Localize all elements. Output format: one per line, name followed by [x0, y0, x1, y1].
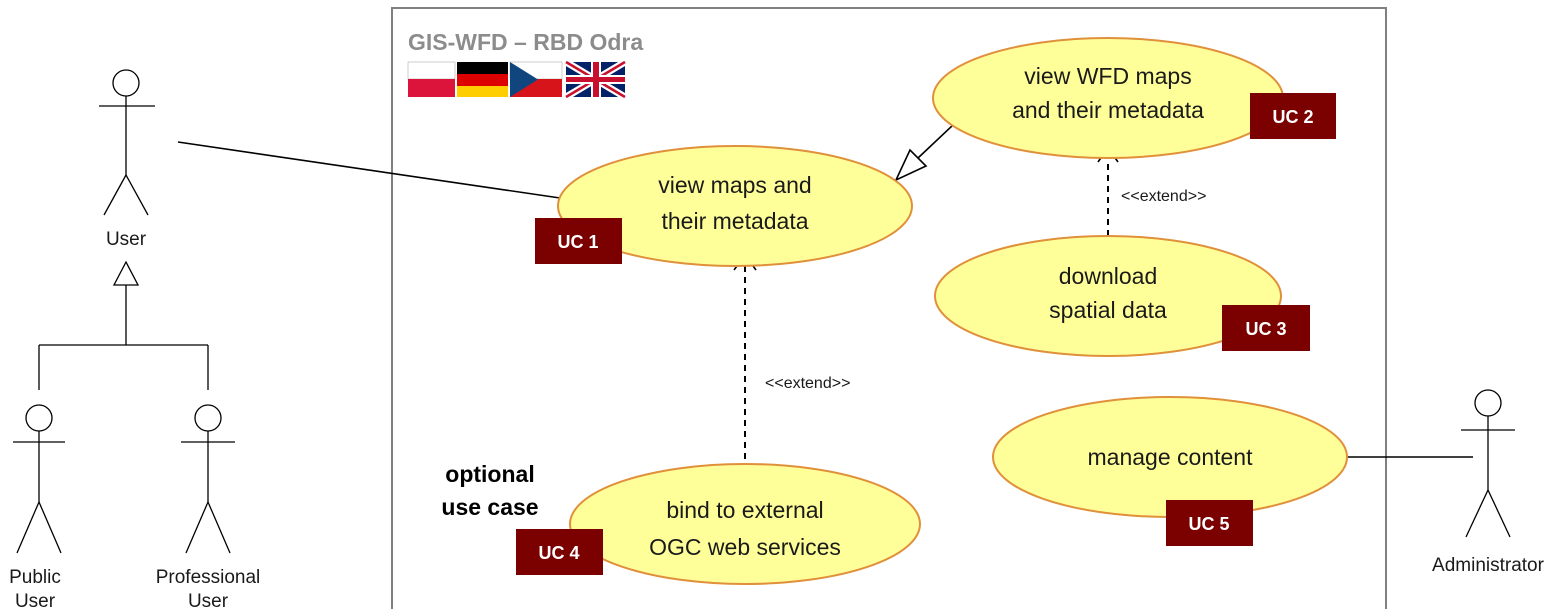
flag-poland-icon — [407, 61, 456, 97]
svg-text:UC 2: UC 2 — [1272, 107, 1313, 127]
uc1-label-line2: their metadata — [661, 208, 808, 234]
generalization-uc1-uc2 — [894, 124, 954, 182]
flag-czech-icon — [509, 61, 563, 97]
actor-administrator-label: Administrator — [1432, 555, 1545, 576]
svg-text:UC 1: UC 1 — [557, 232, 598, 252]
association-user-uc1 — [177, 141, 561, 199]
uc4-label-line2: OGC web services — [649, 534, 841, 560]
system-title: GIS-WFD – RBD Odra — [408, 29, 643, 55]
actor-professional-user-icon — [181, 404, 235, 554]
generalization-users — [38, 260, 209, 390]
note-line1: optional — [445, 461, 534, 487]
uc1-label-line1: view maps and — [658, 172, 811, 198]
extend-uc3-uc2 — [1097, 146, 1119, 236]
system-boundary — [391, 7, 1387, 609]
actor-public-user-label-line2: User — [15, 591, 56, 609]
uc2-label-line1: view WFD maps — [1024, 63, 1191, 89]
actor-public-user-label-line1: Public — [9, 567, 61, 588]
actor-user-label: User — [106, 229, 147, 250]
actor-administrator-icon — [1461, 389, 1515, 538]
use-case-uc4[interactable]: bind to external OGC web services — [569, 463, 921, 585]
extend-label-uc4: <<extend>> — [765, 375, 850, 392]
actor-professional-user-label-line2: User — [188, 591, 229, 609]
uc3-badge: UC 3 — [1222, 305, 1310, 351]
use-case-uc5[interactable]: manage content — [992, 396, 1348, 518]
uc1-badge: UC 1 — [535, 218, 622, 264]
flag-germany-icon — [457, 62, 508, 97]
flag-uk-icon — [564, 58, 627, 101]
use-case-uc3[interactable]: download spatial data — [934, 235, 1282, 357]
uc4-badge: UC 4 — [516, 529, 603, 575]
actor-professional-user-label-line1: Professional — [156, 567, 261, 588]
svg-text:UC 4: UC 4 — [538, 543, 579, 563]
uc5-badge: UC 5 — [1166, 500, 1253, 546]
uc2-label-line2: and their metadata — [1012, 97, 1204, 123]
extend-uc4-uc1 — [733, 253, 757, 470]
extend-label-uc3: <<extend>> — [1121, 188, 1206, 205]
note-line2: use case — [441, 494, 538, 520]
use-case-uc1[interactable]: view maps and their metadata — [557, 145, 913, 267]
svg-text:UC 3: UC 3 — [1245, 319, 1286, 339]
svg-text:UC 5: UC 5 — [1188, 514, 1229, 534]
use-case-uc2[interactable]: view WFD maps and their metadata — [932, 37, 1284, 159]
actor-public-user-icon — [13, 404, 65, 554]
uc2-badge: UC 2 — [1250, 93, 1336, 139]
uc3-label-line1: download — [1059, 263, 1157, 289]
uc3-label-line2: spatial data — [1049, 297, 1167, 323]
uc4-label-line1: bind to external — [666, 497, 823, 523]
uc5-label: manage content — [1088, 444, 1254, 470]
actor-user-icon — [99, 69, 155, 216]
